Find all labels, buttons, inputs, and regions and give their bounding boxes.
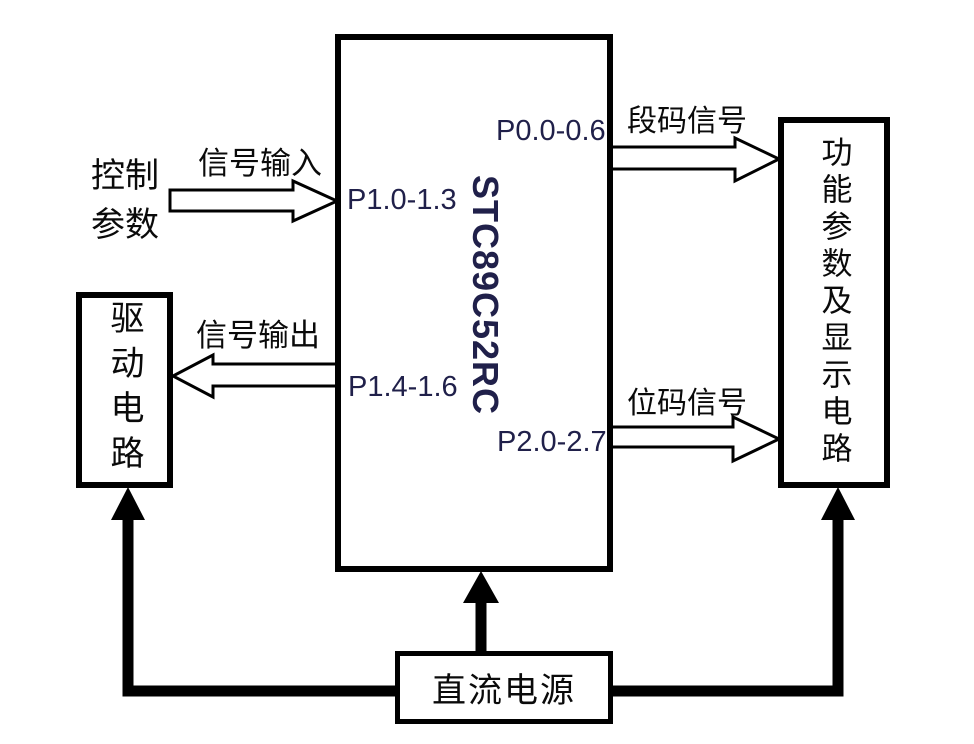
power-arrowhead-display bbox=[821, 487, 855, 520]
mcu-chip-label: STC89C52RC bbox=[465, 174, 506, 416]
signal-input-arrow bbox=[168, 178, 341, 224]
power-arrowhead-driver bbox=[111, 487, 145, 520]
driver-circuit-box: 驱动电路 bbox=[76, 292, 173, 488]
display-circuit-box: 功能参数及显示电路 bbox=[778, 117, 890, 488]
bit-code-arrow bbox=[608, 414, 783, 464]
control-parameters-line2: 参数 bbox=[91, 206, 159, 244]
power-line-driver bbox=[122, 518, 395, 697]
power-arrowhead-mcu bbox=[463, 571, 499, 603]
bit-code-caption: 位码信号 bbox=[627, 387, 747, 420]
pin-label-p1-output: P1.4-1.6 bbox=[348, 371, 458, 403]
control-parameters-label: 控制 参数 bbox=[86, 152, 164, 250]
pin-label-p2-output: P2.0-2.7 bbox=[497, 426, 607, 458]
segment-code-arrow bbox=[608, 135, 783, 184]
power-line-display bbox=[613, 518, 844, 697]
signal-output-arrow bbox=[169, 352, 340, 400]
signal-output-caption: 信号输出 bbox=[196, 318, 320, 353]
segment-code-caption: 段码信号 bbox=[627, 105, 747, 138]
signal-input-caption: 信号输入 bbox=[198, 146, 322, 181]
pin-label-p1-input: P1.0-1.3 bbox=[347, 184, 457, 216]
control-parameters-line1: 控制 bbox=[91, 157, 159, 195]
dc-power-box: 直流电源 bbox=[395, 651, 613, 724]
display-circuit-label: 功能参数及显示电路 bbox=[816, 136, 852, 469]
mcu-box bbox=[335, 34, 613, 572]
pin-label-p0-output: P0.0-0.6 bbox=[496, 115, 606, 147]
dc-power-label: 直流电源 bbox=[432, 672, 576, 710]
driver-circuit-label: 驱动电路 bbox=[105, 300, 143, 480]
